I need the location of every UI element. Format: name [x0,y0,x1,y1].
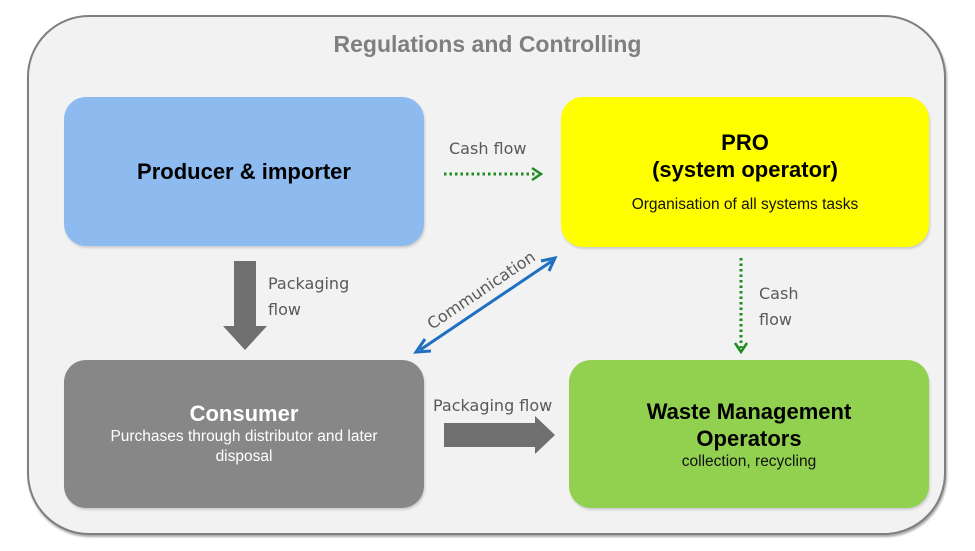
packaging-flow-down-arrow-icon [223,261,267,350]
cash-flow-label-line2: flow [759,310,792,329]
communication-arrowhead-down-icon [412,338,432,354]
waste-subtitle: collection, recycling [681,453,817,470]
consumer-subtitle-line1: Purchases through distributor and later [110,428,378,445]
consumer-node: Consumer Purchases through distributor a… [64,360,424,508]
cash-flow-label-line1: Cash [759,284,799,303]
communication-line [419,259,553,352]
waste-node: Waste Management Operators collection, r… [569,360,929,508]
consumer-subtitle-line2: disposal [215,448,273,465]
edge-cash-flow-pro-waste [733,258,749,355]
cash-flow-label-right: Cash flow [759,281,798,333]
waste-title-line1: Waste Management [646,399,852,424]
packaging-flow-label-bottom: Packaging flow [433,396,553,415]
communication-arrowhead-up-icon [540,255,558,272]
waste-title-line2: Operators [696,426,802,451]
packaging-flow-label-line2: flow [268,300,301,319]
packaging-flow-right-arrow-icon [444,416,555,454]
pro-title-line2: (system operator) [652,157,838,182]
packaging-flow-label-line1: Packaging [268,274,350,293]
pro-subtitle: Organisation of all systems tasks [631,196,859,213]
communication-label: Communication [424,247,539,333]
edge-cash-flow-producer-pro [444,166,544,182]
packaging-flow-label-left: Packaging flow [268,271,349,323]
pro-title-line1: PRO [721,130,769,155]
frame-title: Regulations and Controlling [333,31,642,57]
cash-flow-arrowhead-icon [531,166,544,182]
edge-communication [412,255,558,354]
consumer-title: Consumer [189,401,299,426]
producer-node: Producer & importer [64,97,424,246]
cash-flow-label-top: Cash flow [449,139,527,158]
pro-node: PRO (system operator) Organisation of al… [561,97,929,247]
producer-title: Producer & importer [137,159,351,184]
cash-flow-vertical-arrowhead-icon [733,342,749,355]
